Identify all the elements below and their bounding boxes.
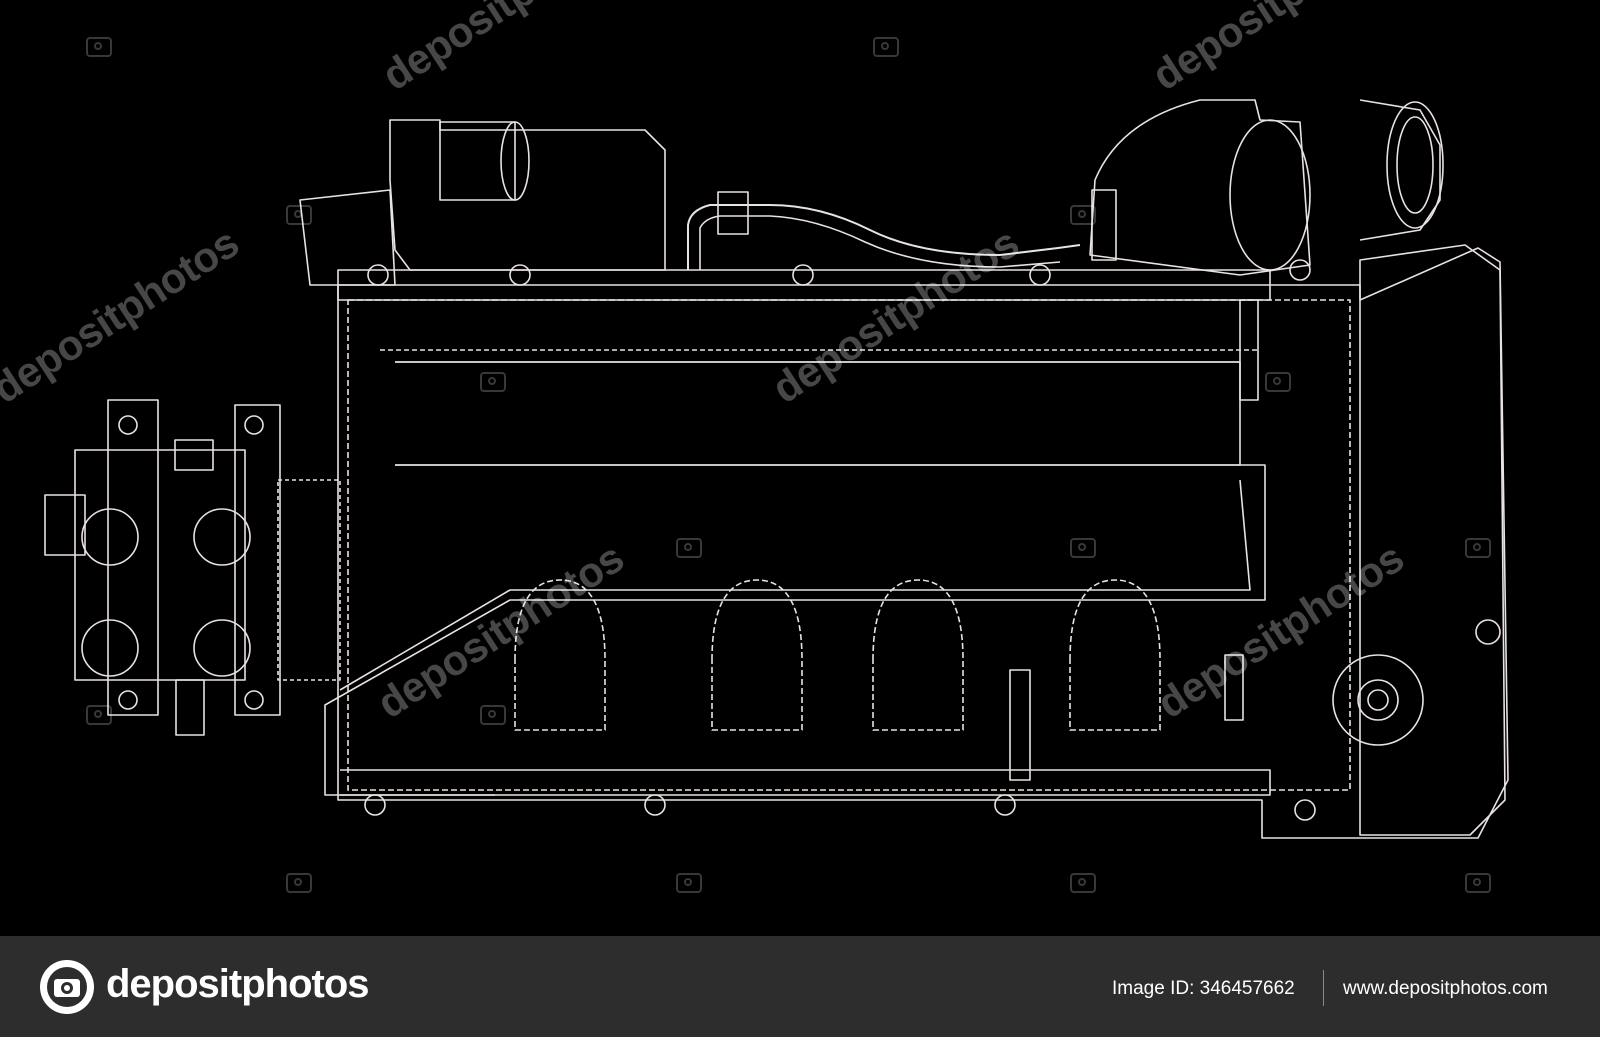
camera-icon <box>676 873 702 893</box>
camera-icon <box>1070 205 1096 225</box>
brand-name: depositphotos <box>106 962 370 1006</box>
engine-block-outline <box>337 247 1509 839</box>
post-2 <box>1224 654 1244 721</box>
bracket-right <box>234 404 281 716</box>
bolt-a <box>118 415 138 435</box>
crank-pulley-hub <box>1367 689 1389 711</box>
bolt-d <box>244 690 264 710</box>
pipe-clamp <box>717 191 749 235</box>
post-1 <box>1009 669 1031 781</box>
inner-channel <box>339 479 1251 691</box>
image-canvas: depositphotos depositphotos depositphoto… <box>0 0 1509 893</box>
coil-1 <box>81 508 139 566</box>
crank-pulley <box>1332 654 1424 746</box>
runner-1 <box>514 579 606 731</box>
bracket-left <box>107 399 159 716</box>
turbo-wheel <box>1229 119 1311 271</box>
coil-3 <box>81 619 139 677</box>
footer-bar <box>0 936 1600 1037</box>
runner-3 <box>872 579 964 731</box>
post-6 <box>175 679 205 736</box>
camera-icon <box>286 873 312 893</box>
crank-pulley-mid <box>1357 679 1399 721</box>
rail-bolt-5 <box>1289 259 1311 281</box>
intake-cylinder <box>439 121 516 201</box>
lower-rail <box>340 769 1271 796</box>
lower-bolt-4 <box>1294 799 1316 821</box>
post-4 <box>1091 189 1117 261</box>
post-5 <box>174 439 214 471</box>
rail-bolt-4 <box>1029 264 1051 286</box>
upper-rail <box>337 269 1271 301</box>
coil-4 <box>193 619 251 677</box>
turbo-housing <box>1089 99 1311 276</box>
rail-bolt-1 <box>367 264 389 286</box>
camera-icon <box>86 37 112 57</box>
camera-icon <box>1070 873 1096 893</box>
camera-icon <box>86 705 112 725</box>
ignition-module <box>74 449 246 681</box>
pulley-face <box>1386 101 1444 229</box>
engine-wireframe <box>44 99 1509 839</box>
camera-icon <box>1465 873 1491 893</box>
post-3 <box>1239 299 1259 401</box>
camera-icon <box>1265 372 1291 392</box>
coolant-pipe <box>687 204 1081 270</box>
lower-channel <box>324 464 1266 796</box>
timing-cover <box>1359 244 1506 836</box>
bolt-c <box>118 690 138 710</box>
depositphotos-logo-icon <box>40 960 94 1014</box>
side-bolt <box>1475 619 1501 645</box>
footer-divider <box>1323 970 1324 1006</box>
runner-2 <box>711 579 803 731</box>
site-url-link[interactable]: www.depositphotos.com <box>1343 978 1548 999</box>
rail-bolt-3 <box>792 264 814 286</box>
camera-icon <box>676 538 702 558</box>
lower-bolt-1 <box>364 794 386 816</box>
camera-icon <box>286 205 312 225</box>
camera-icon <box>1465 538 1491 558</box>
rail-bolt-2 <box>509 264 531 286</box>
pulley <box>1359 99 1441 241</box>
image-id-label: Image ID: 346457662 <box>1112 978 1295 999</box>
camera-icon <box>1070 538 1096 558</box>
camera-icon <box>480 705 506 725</box>
camera-icon <box>480 372 506 392</box>
coolant-pipe-inner <box>699 215 1061 270</box>
runner-4 <box>1069 579 1161 731</box>
intake-cylinder-cap <box>500 121 530 201</box>
pulley-face-inner <box>1396 116 1434 214</box>
front-bracket <box>299 189 396 286</box>
ignition-stem <box>44 494 86 556</box>
lower-bolt-2 <box>644 794 666 816</box>
coil-2 <box>193 508 251 566</box>
lower-bolt-3 <box>994 794 1016 816</box>
camera-icon <box>873 37 899 57</box>
mount-plate <box>277 479 341 681</box>
bolt-b <box>244 415 264 435</box>
